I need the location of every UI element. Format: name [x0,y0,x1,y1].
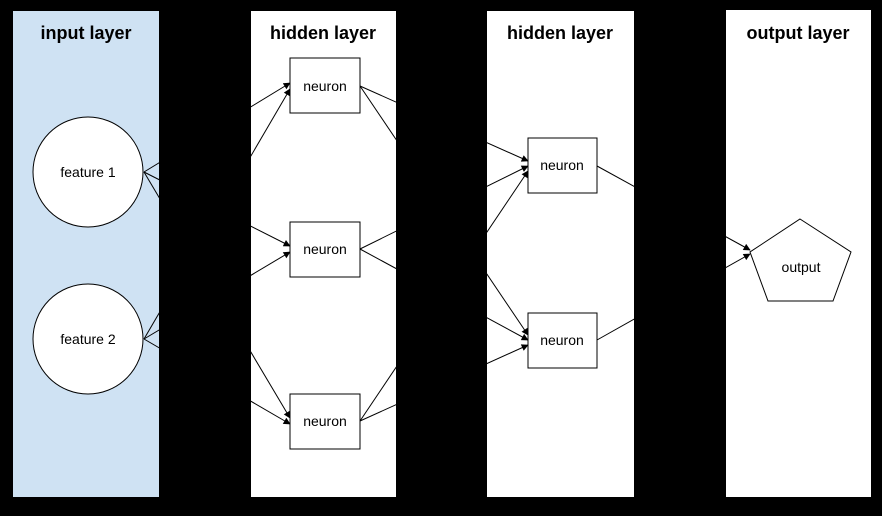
edge-feature1-neuron2 [143,171,291,247]
node-neuron-3-label: neuron [303,413,347,429]
node-neuron-4-label: neuron [540,157,584,173]
node-feature-2 [32,283,144,395]
node-neuron-5-label: neuron [540,332,584,348]
edge-neuron4-output [596,165,751,251]
node-neuron-5 [527,312,598,369]
panel-title-hidden-layer-1: hidden layer [270,23,376,43]
node-neuron-3 [289,393,361,450]
edge-neuron3-neuron5 [359,344,529,422]
edge-neuron5-output [596,253,751,341]
node-feature-1 [32,116,144,228]
panel-input-layer [13,11,159,497]
node-neuron-1-label: neuron [303,78,347,94]
edge-neuron1-neuron5 [359,85,529,336]
node-output [749,218,852,302]
edge-feature2-neuron2 [143,251,291,340]
edge-group [143,82,751,425]
edge-neuron3-neuron4 [359,170,529,422]
edge-feature2-neuron3 [143,338,291,425]
edge-neuron2-neuron5 [359,248,529,341]
panel-title-output-layer: output layer [746,23,849,43]
panel-title-input-layer: input layer [40,23,131,43]
edge-neuron1-neuron4 [359,85,529,162]
panel-title-hidden-layer-2: hidden layer [507,23,613,43]
node-neuron-2 [289,221,361,278]
node-output-label: output [782,259,821,275]
edge-neuron2-neuron4 [359,165,529,250]
node-feature-2-label: feature 2 [60,331,115,347]
panel-hidden-layer-2 [487,11,634,497]
edge-feature1-neuron1 [143,82,291,173]
node-feature-1-label: feature 1 [60,164,115,180]
node-neuron-4 [527,137,598,194]
node-neuron-1 [289,57,361,114]
node-neuron-2-label: neuron [303,241,347,257]
edge-feature2-neuron1 [143,88,291,340]
